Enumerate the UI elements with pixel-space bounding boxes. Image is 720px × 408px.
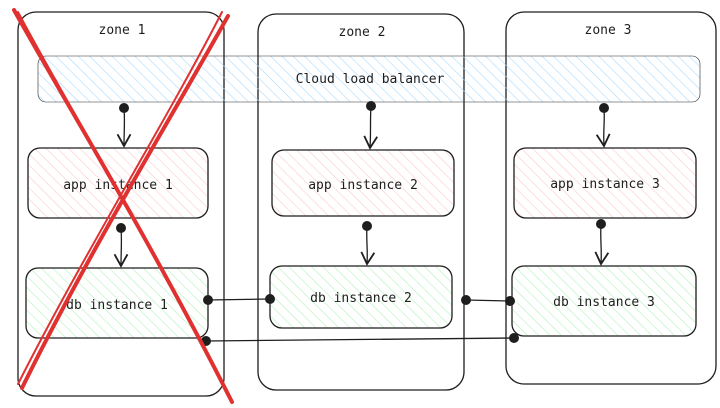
db-instance-3-label: db instance 3 [553,295,655,310]
app-instance-2: app instance 2 [271,149,455,217]
db-instance-3: db instance 3 [511,265,697,337]
app-2-to-db-2-arrow [360,221,376,266]
cloud-load-balancer: Cloud load balancer [37,55,701,103]
app-3-to-db-3-arrow [594,219,610,266]
cloud-load-balancer-label: Cloud load balancer [296,72,445,87]
zone-3-label: zone 3 [585,23,632,38]
app-instance-1: app instance 1 [27,147,209,219]
zone-1-label: zone 1 [99,23,146,38]
app-instance-2-label: app instance 2 [308,178,418,193]
app-instance-3: app instance 3 [513,147,697,219]
db-1-to-db-3-link [201,333,519,346]
lb-to-app-2-arrow [363,101,378,150]
lb-to-app-1-arrow [116,103,132,148]
db-2-to-db-3-link [461,295,515,306]
app-instance-3-label: app instance 3 [550,177,660,192]
app-instance-1-label: app instance 1 [63,178,173,193]
failure-cross-mark [12,8,234,404]
zone-2-label: zone 2 [339,25,386,40]
db-instance-2-label: db instance 2 [310,291,412,306]
db-1-to-db-2-link [203,294,275,305]
db-instance-1-label: db instance 1 [66,298,168,313]
lb-to-app-3-arrow [595,103,611,148]
db-instance-2: db instance 2 [269,265,453,329]
app-1-to-db-1-arrow [113,223,129,268]
